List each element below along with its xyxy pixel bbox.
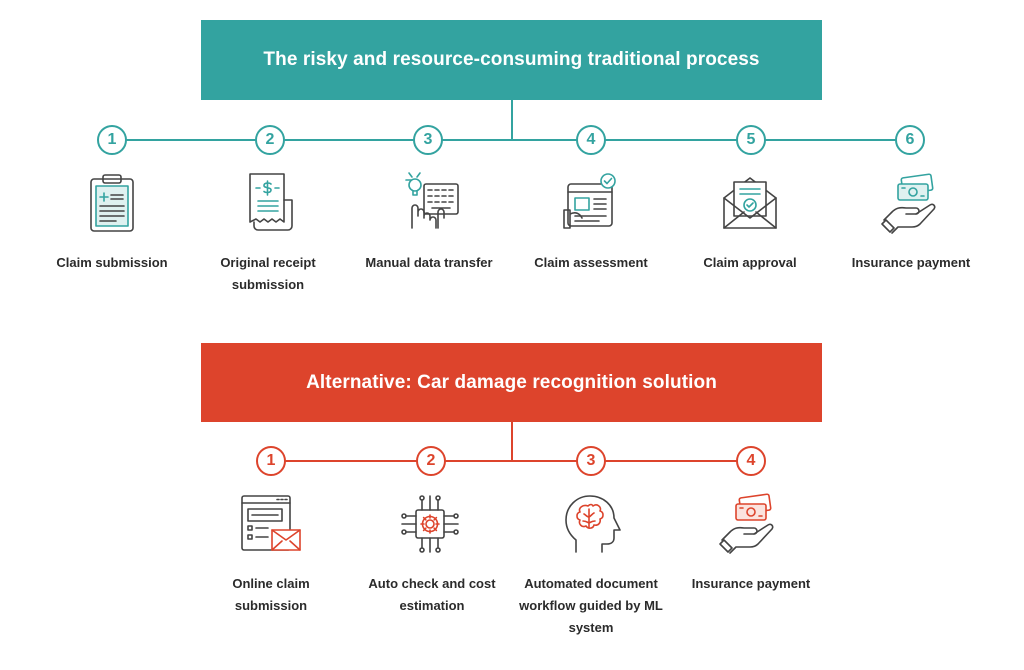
traditional-step-1-number: 1 bbox=[97, 125, 127, 155]
traditional-step-3-number: 3 bbox=[413, 125, 443, 155]
brain-head-icon bbox=[565, 495, 621, 553]
alternative-step-2-label: Auto check and cost estimation bbox=[368, 576, 496, 613]
alternative-step-1-label: Online claim submission bbox=[232, 576, 310, 613]
traditional-step-2-number: 2 bbox=[255, 125, 285, 155]
alternative-solution-title: Alternative: Car damage recognition solu… bbox=[306, 371, 717, 393]
alternative-step-2-number: 2 bbox=[416, 446, 446, 476]
traditional-step-4-label: Claim assessment bbox=[534, 255, 648, 270]
online-form-icon bbox=[241, 495, 301, 551]
alternative-connector bbox=[511, 422, 513, 461]
alternative-step-3-number: 3 bbox=[576, 446, 606, 476]
traditional-step-2-label: Original receipt submission bbox=[220, 255, 316, 292]
alternative-step-1-number: 1 bbox=[256, 446, 286, 476]
traditional-step-6-label: Insurance payment bbox=[851, 255, 971, 270]
traditional-step-6-number: 6 bbox=[895, 125, 925, 155]
chip-gear-icon bbox=[401, 495, 459, 553]
alternative-step-3-label: Automated document workflow guided by ML… bbox=[519, 576, 663, 635]
envelope-icon bbox=[723, 177, 777, 229]
hand-money-icon bbox=[719, 493, 774, 554]
receipt-icon bbox=[249, 173, 293, 231]
assessment-icon bbox=[563, 173, 616, 229]
traditional-process-title: The risky and resource-consuming traditi… bbox=[263, 49, 760, 70]
traditional-step-4-number: 4 bbox=[576, 125, 606, 155]
traditional-process-banner: The risky and resource-consuming traditi… bbox=[201, 20, 822, 100]
traditional-step-5-label: Claim approval bbox=[703, 255, 797, 270]
alternative-solution-banner: Alternative: Car damage recognition solu… bbox=[201, 343, 822, 422]
traditional-timeline bbox=[112, 139, 910, 141]
clipboard-icon bbox=[90, 174, 134, 232]
alternative-step-4-number: 4 bbox=[736, 446, 766, 476]
alternative-timeline bbox=[271, 460, 751, 462]
traditional-step-3-label: Manual data transfer bbox=[365, 255, 493, 270]
traditional-step-1-label: Claim submission bbox=[56, 255, 168, 270]
traditional-connector bbox=[511, 100, 513, 140]
traditional-step-5-number: 5 bbox=[736, 125, 766, 155]
keyboard-icon bbox=[405, 172, 459, 229]
hand-money-icon bbox=[881, 173, 936, 234]
alternative-step-4-label: Insurance payment bbox=[691, 576, 811, 591]
